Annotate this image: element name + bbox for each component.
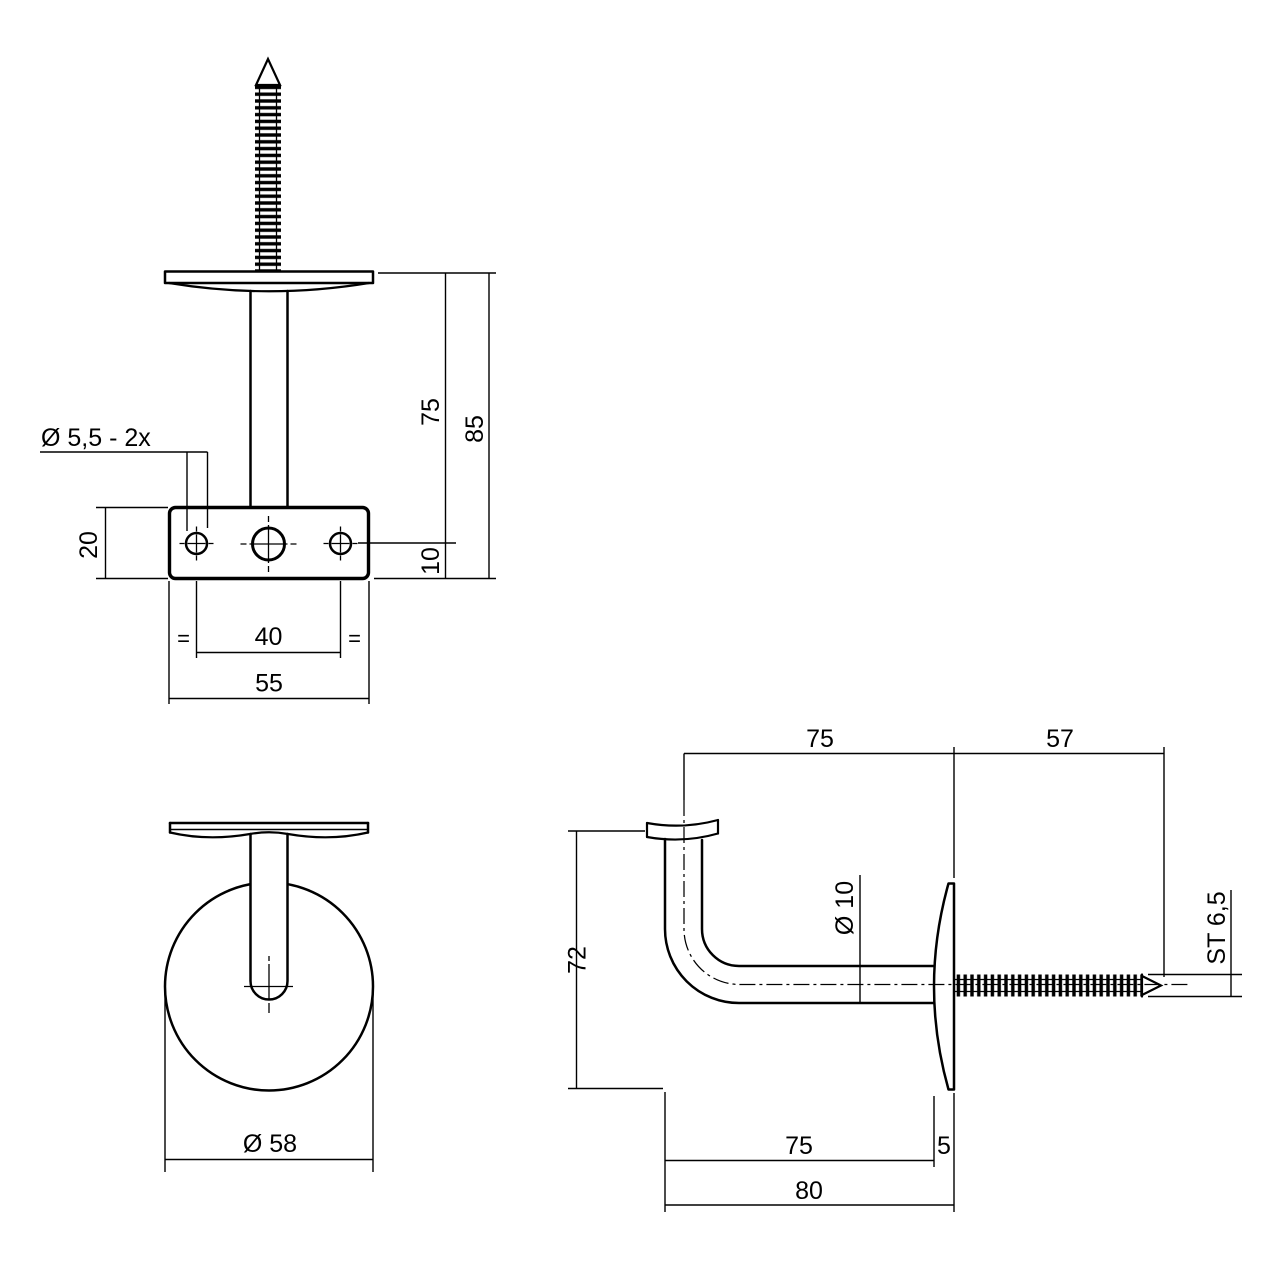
saddle-rose [168, 821, 370, 839]
dim-plate-width: 55 [255, 670, 283, 698]
dim-total-height: 85 [461, 415, 489, 443]
front-dimensions: Ø 5,5 - 2x 20 75 85 10 40 = = [40, 272, 496, 704]
wall-rose-side [932, 882, 956, 1091]
side-dimensions: 75 57 72 Ø 10 ST 6,5 75 5 80 [564, 725, 1242, 1212]
screw-hole-left [184, 531, 209, 556]
centerline [683, 800, 1190, 986]
bracket-arm-side [663, 837, 938, 1005]
dim-rose-diameter: Ø 58 [243, 1130, 297, 1158]
equal-mark-right: = [348, 626, 361, 651]
rose-view: Ø 58 [163, 821, 375, 1172]
side-view: 75 57 72 Ø 10 ST 6,5 75 5 80 [564, 725, 1242, 1212]
dim-hole-spacing: 40 [255, 623, 283, 651]
screw-front-icon [254, 56, 282, 273]
dim-overall-height: 72 [564, 946, 592, 974]
screw-tip [254, 56, 282, 87]
dim-screw-thread: ST 6,5 [1203, 891, 1231, 964]
screw-tip-side [1140, 974, 1164, 997]
dim-overall-depth: 80 [795, 1177, 823, 1205]
saddle-side [645, 818, 720, 841]
screw-thread-side [955, 974, 1142, 997]
dim-hole-offset: 10 [417, 547, 445, 575]
dim-arm-diameter: Ø 10 [831, 881, 859, 935]
base-plate-front [167, 505, 371, 581]
dim-reach-to-face: 75 [785, 1132, 813, 1160]
dim-screw-length: 57 [1046, 725, 1074, 753]
screw-hole-right [328, 531, 353, 556]
saddle-front [163, 270, 375, 293]
screw-side-icon [955, 973, 1164, 998]
dim-stem-height: 75 [417, 398, 445, 426]
dim-rose-thickness: 5 [937, 1132, 951, 1160]
stem-front [249, 289, 289, 511]
front-view: Ø 5,5 - 2x 20 75 85 10 40 = = [40, 56, 496, 704]
rose-dimensions: Ø 58 [164, 990, 374, 1172]
dim-hole-callout: Ø 5,5 - 2x [41, 424, 151, 452]
equal-mark-left: = [177, 626, 190, 651]
center-mark [244, 956, 293, 1013]
dim-plate-height: 20 [75, 531, 103, 559]
dim-reach-to-center: 75 [806, 725, 834, 753]
